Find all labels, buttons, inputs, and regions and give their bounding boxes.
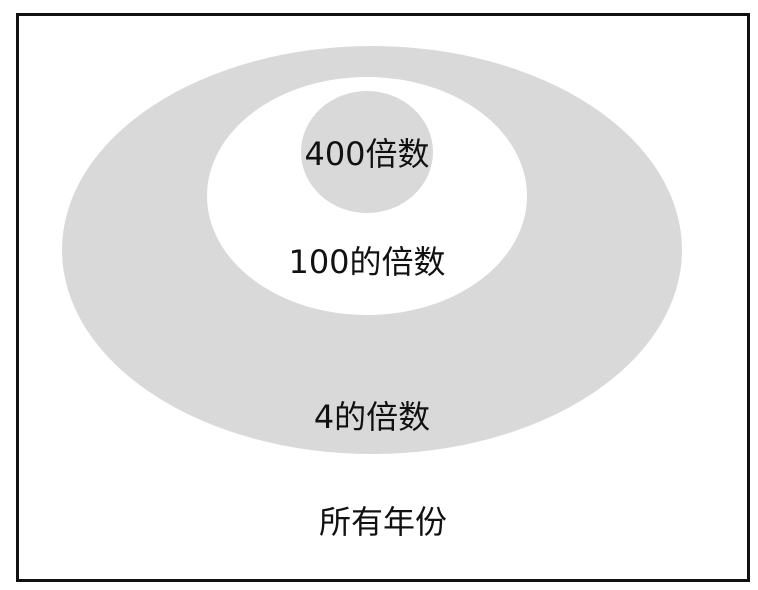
multiple-of-400-label: 400倍数	[304, 135, 429, 173]
all-years-label: 所有年份	[319, 503, 447, 541]
multiple-of-100-label: 100的倍数	[288, 243, 445, 281]
multiple-of-400-region	[301, 91, 433, 213]
multiple-of-4-label: 4的倍数	[314, 398, 430, 436]
